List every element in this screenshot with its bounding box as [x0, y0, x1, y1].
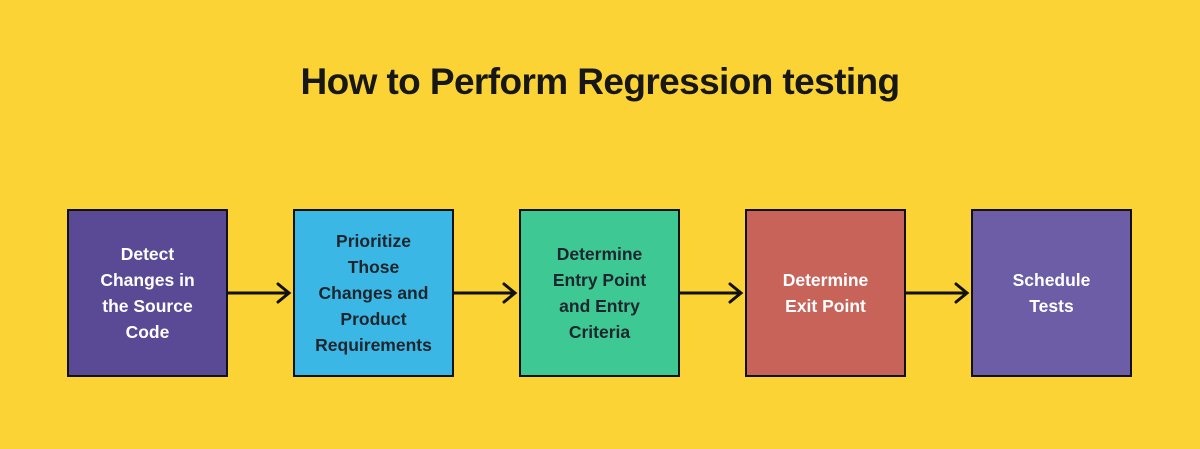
step-prioritize-changes: Prioritize Those Changes and Product Req…	[293, 209, 454, 377]
step-detect-changes: Detect Changes in the Source Code	[67, 209, 228, 377]
right-arrow-icon	[906, 280, 971, 306]
flow-row: Detect Changes in the Source Code Priori…	[67, 209, 1132, 377]
right-arrow-icon	[680, 280, 745, 306]
step-determine-entry-point: Determine Entry Point and Entry Criteria	[519, 209, 680, 377]
page-title: How to Perform Regression testing	[300, 61, 900, 102]
right-arrow-icon	[228, 280, 293, 306]
right-arrow-icon	[454, 280, 519, 306]
step-schedule-tests: Schedule Tests	[971, 209, 1132, 377]
step-determine-exit-point: Determine Exit Point	[745, 209, 906, 377]
